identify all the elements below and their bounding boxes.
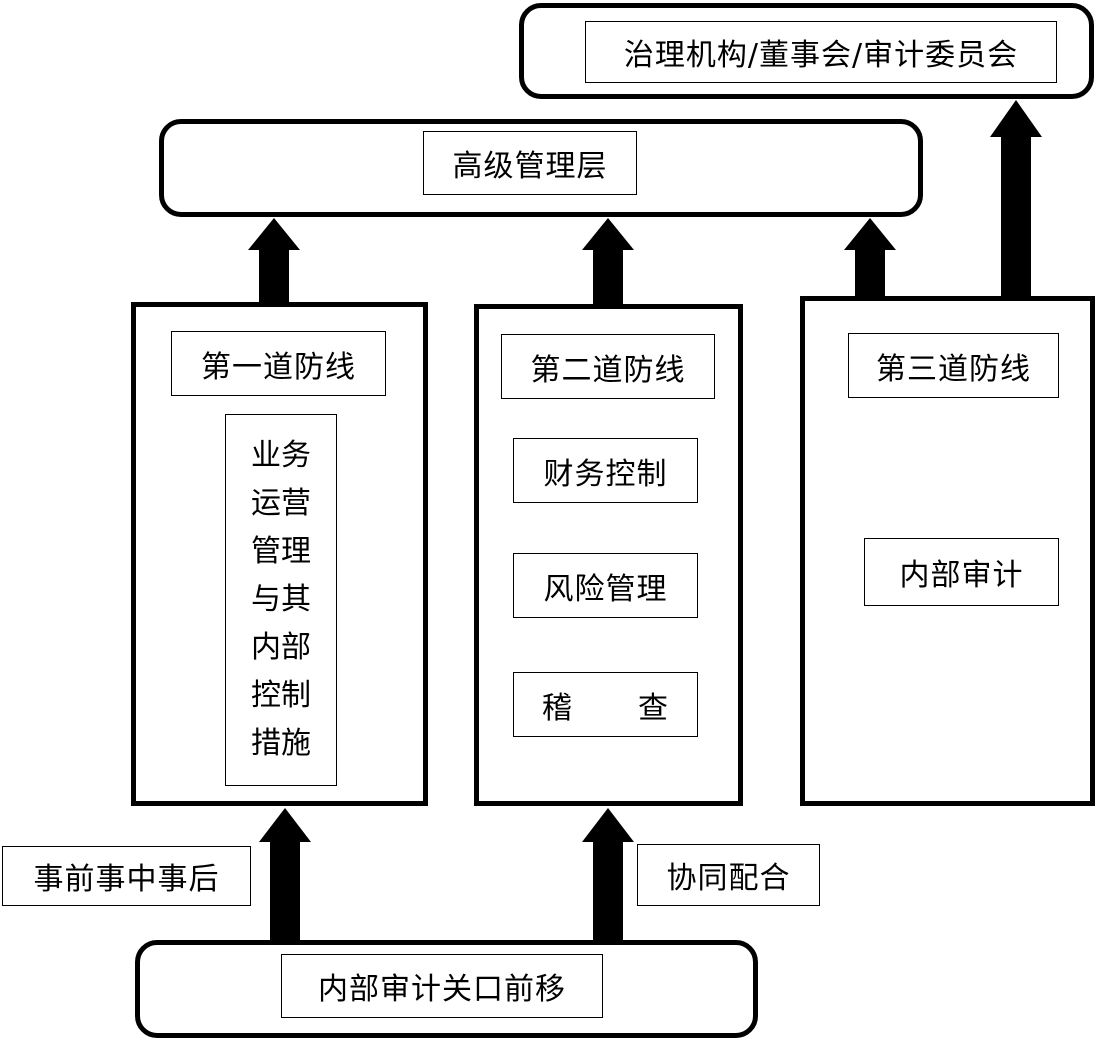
arrow-line2-to-senior [582,218,634,308]
line1-content-line: 内部 [251,630,311,665]
line1-content: 业务 运营 管理 与其 内部 控制 措施 [225,414,337,786]
audit-char: 稽 [542,690,573,726]
line2-title: 第二道防线 [501,334,715,399]
line1-title: 第一道防线 [171,331,386,396]
arrow-line3-to-governance [990,100,1042,303]
line2-item-financial-control: 财务控制 [513,438,698,503]
arrow-line3-to-senior [844,218,896,302]
audit-char: 查 [638,690,669,726]
arrow-line1-to-senior [248,218,300,306]
line1-content-line: 业务 [251,438,311,473]
arrow-bottom-to-line1 [259,808,311,944]
bottom-label: 内部审计关口前移 [281,954,603,1018]
line1-content-line: 控制 [251,678,311,713]
line1-content-line: 运营 [251,486,311,521]
line1-content-line: 措施 [251,726,311,761]
line1-content-line: 与其 [251,582,311,617]
line2-item-audit-check: 稽 查 [513,672,698,737]
line1-content-line: 管理 [251,534,311,569]
side-label-left: 事前事中事后 [2,846,251,906]
arrow-bottom-to-line2 [582,808,634,944]
line3-item-internal-audit: 内部审计 [864,538,1059,606]
senior-management-label: 高级管理层 [423,131,637,195]
side-label-right: 协同配合 [637,844,820,906]
governance-label: 治理机构/董事会/审计委员会 [585,21,1057,83]
line2-item-risk-management: 风险管理 [513,553,698,618]
line3-title: 第三道防线 [848,333,1059,398]
